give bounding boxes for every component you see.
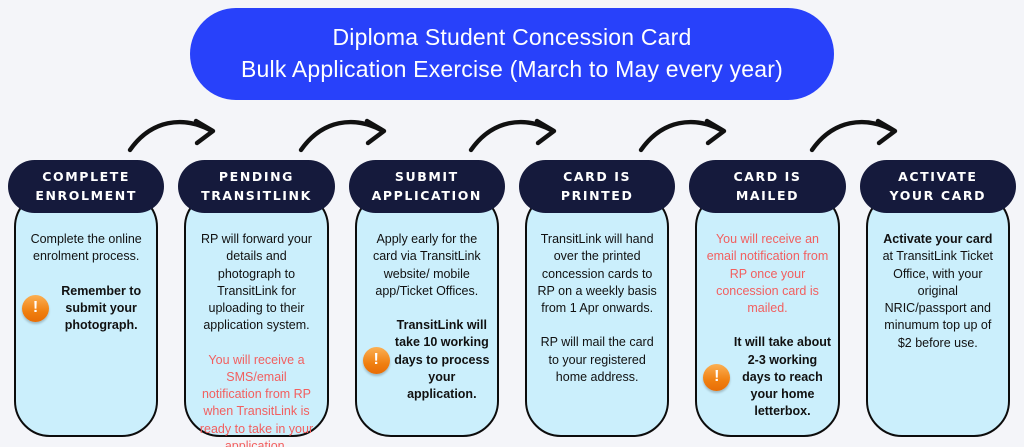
- alert-paragraph: You will receive an email notification f…: [706, 232, 829, 315]
- step-body: You will receive an email notification f…: [695, 191, 840, 437]
- curved-arrow-icon: [468, 118, 557, 153]
- curved-arrow-icon: [809, 118, 897, 153]
- step-header: CARD IS MAILED: [689, 160, 846, 213]
- paragraph: RP will forward your details and photogr…: [201, 232, 312, 333]
- step-header: COMPLETE ENROLMENT: [8, 160, 165, 213]
- title-banner: Diploma Student Concession Card Bulk App…: [190, 8, 834, 100]
- step-card-pending-transitlink: PENDING TRANSITLINK RP will forward your…: [178, 160, 335, 447]
- step-card-card-is-mailed: CARD IS MAILED You will receive an email…: [689, 160, 846, 437]
- exclamation-warning-icon: !: [362, 346, 390, 374]
- paragraph: TransitLink will hand over the printed c…: [537, 232, 657, 315]
- step-body: Activate your card at TransitLink Ticket…: [865, 191, 1010, 437]
- step-body: Complete the online enrolment process. !…: [14, 191, 159, 437]
- step-card-card-is-printed: CARD IS PRINTED TransitLink will hand ov…: [518, 160, 676, 437]
- steps-row: COMPLETE ENROLMENT Complete the online e…: [8, 160, 1016, 447]
- curved-arrow-icon: [639, 118, 727, 153]
- step-header: PENDING TRANSITLINK: [178, 160, 335, 213]
- paragraph: RP will mail the card to your registered…: [540, 335, 654, 384]
- exclamation-warning-icon: !: [703, 363, 731, 391]
- paragraph: Complete the online enrolment process.: [30, 232, 142, 264]
- step-card-submit-application: SUBMIT APPLICATION Apply early for the c…: [348, 160, 505, 437]
- step-body: Apply early for the card via TransitLink…: [354, 191, 499, 437]
- step-body: TransitLink will hand over the printed c…: [524, 191, 670, 437]
- exclamation-warning-icon: !: [22, 294, 49, 322]
- step-header: ACTIVATE YOUR CARD: [859, 160, 1016, 213]
- warning-note: ! Remember to submit your photograph.: [22, 283, 150, 335]
- warning-text: It will take about 2-3 working days to r…: [733, 335, 832, 419]
- title-line-1: Diploma Student Concession Card: [332, 24, 692, 51]
- step-header: SUBMIT APPLICATION: [348, 160, 505, 213]
- title-line-2: Bulk Application Exercise (March to May …: [241, 56, 783, 82]
- paragraph: Activate your card at TransitLink Ticket…: [882, 232, 994, 350]
- alert-paragraph: You will receive a SMS/email notificatio…: [199, 352, 314, 447]
- warning-note: ! TransitLink will take 10 working days …: [362, 317, 491, 403]
- curved-arrow-icon: [298, 118, 386, 153]
- step-body: RP will forward your details and photogr…: [184, 191, 329, 447]
- step-header: CARD IS PRINTED: [518, 160, 676, 213]
- step-card-activate-your-card: ACTIVATE YOUR CARD Activate your card at…: [859, 160, 1016, 437]
- warning-text: TransitLink will take 10 working days to…: [394, 318, 490, 401]
- curved-arrow-icon: [128, 118, 216, 153]
- paragraph: Apply early for the card via TransitLink…: [372, 232, 481, 298]
- warning-text: Remember to submit your photograph.: [61, 283, 142, 333]
- step-card-complete-enrolment: COMPLETE ENROLMENT Complete the online e…: [8, 160, 165, 437]
- warning-note: ! It will take about 2-3 working days to…: [703, 334, 831, 420]
